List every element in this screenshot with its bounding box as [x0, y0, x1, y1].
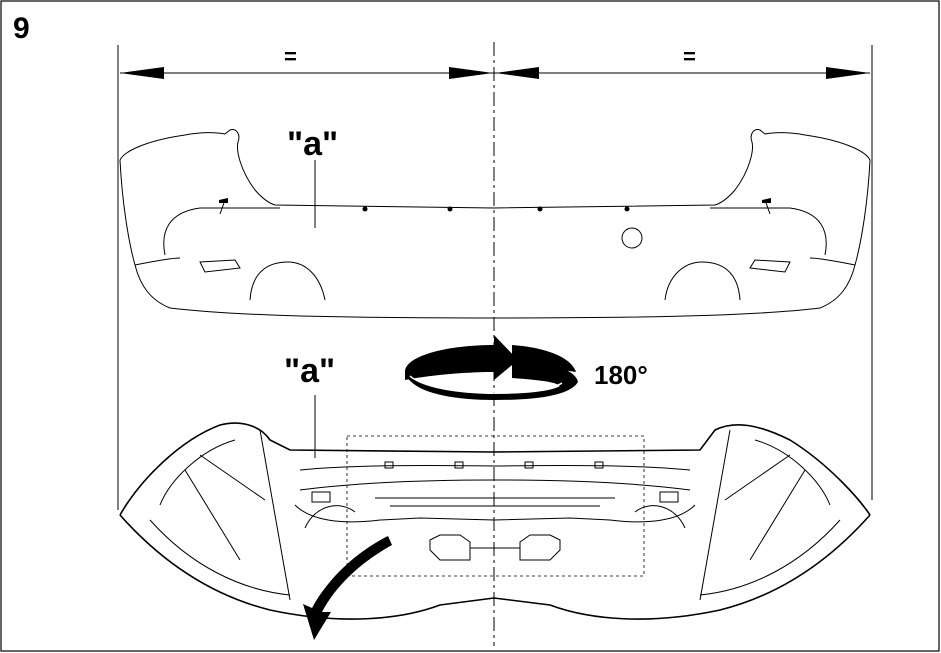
- bumper-bottom-view: [119, 422, 871, 620]
- arrow-right-outer-icon: [826, 67, 870, 79]
- rotation-180-icon: [405, 335, 578, 400]
- equal-sign-right: =: [683, 44, 696, 69]
- arrow-right-inner-icon: [495, 67, 539, 79]
- equal-sign-left: =: [284, 44, 297, 69]
- figure-number: 9: [13, 12, 30, 45]
- sensor-holes: [219, 198, 771, 212]
- arrow-left-outer-icon: [120, 67, 164, 79]
- label-a-bottom: "a": [284, 352, 336, 390]
- bumper-top-view: [119, 129, 871, 319]
- dashed-detail-box: [346, 435, 645, 577]
- dimension-line: [120, 67, 870, 79]
- label-a-top: "a": [287, 125, 339, 163]
- removal-arrow-icon: [303, 536, 392, 640]
- arrow-left-inner-icon: [449, 67, 493, 79]
- rotation-label: 180°: [594, 360, 648, 390]
